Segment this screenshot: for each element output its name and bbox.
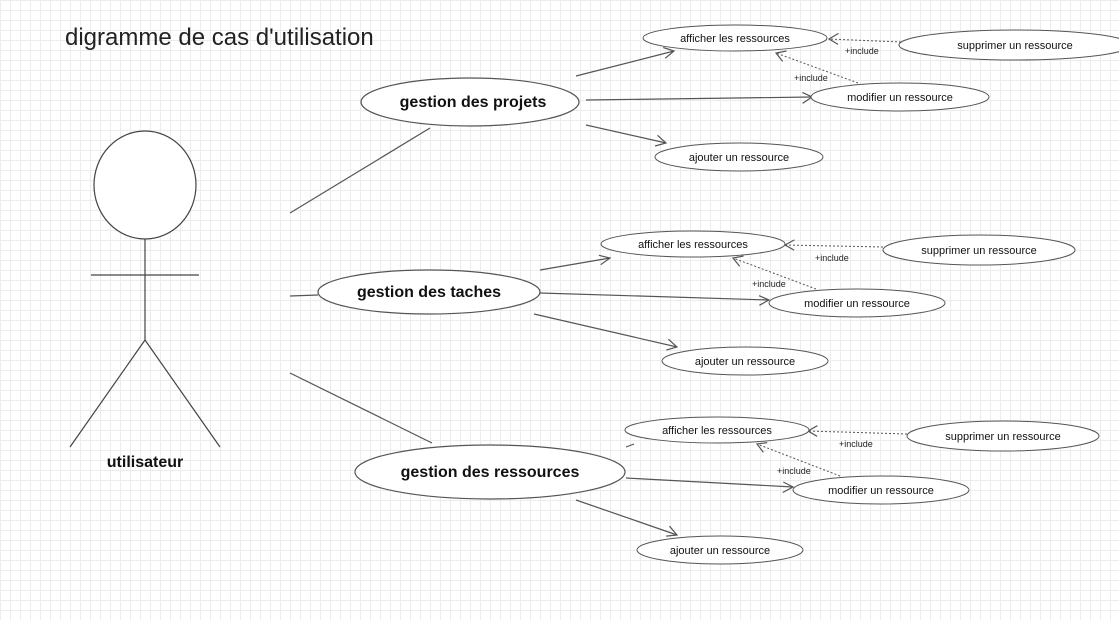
include-line bbox=[828, 38, 902, 43]
usecase-label: ajouter un ressource bbox=[695, 356, 795, 368]
usecase-label: modifier un ressource bbox=[828, 485, 934, 497]
usecase-ellipse bbox=[810, 82, 990, 112]
group-gestion-taches: +include +include gestion des taches aff… bbox=[317, 230, 1076, 376]
usecase-ellipse bbox=[636, 535, 804, 565]
include-label: +include bbox=[839, 439, 873, 449]
actor-figure[interactable] bbox=[69, 130, 221, 448]
usecase-label: gestion des taches bbox=[357, 284, 501, 301]
arrow-head bbox=[666, 525, 679, 537]
arrow-line bbox=[585, 96, 813, 101]
arrow-line bbox=[575, 50, 675, 77]
include-line bbox=[775, 52, 859, 84]
include-line bbox=[784, 244, 884, 248]
usecase-ellipse bbox=[624, 416, 810, 444]
usecase-afficher-ressources[interactable]: afficher les ressources bbox=[600, 230, 786, 258]
group-gestion-ressources: +include +include gestion des ressources… bbox=[354, 416, 1100, 565]
usecase-gestion-ressources[interactable]: gestion des ressources bbox=[354, 444, 626, 500]
arrow-head bbox=[663, 46, 676, 59]
usecase-ellipse bbox=[642, 24, 828, 52]
usecase-ellipse bbox=[317, 269, 541, 315]
include-arrow-head bbox=[774, 50, 787, 62]
usecase-label: supprimer un ressource bbox=[921, 245, 1037, 257]
include-label: +include bbox=[777, 466, 811, 476]
include-label: +include bbox=[794, 73, 828, 83]
include-label: +include bbox=[815, 253, 849, 263]
usecase-ajouter-ressource[interactable]: ajouter un ressource bbox=[661, 346, 829, 376]
usecase-gestion-taches[interactable]: gestion des taches bbox=[317, 269, 541, 315]
usecase-ellipse bbox=[661, 346, 829, 376]
include-label: +include bbox=[752, 279, 786, 289]
usecase-afficher-ressources[interactable]: afficher les ressources bbox=[624, 416, 810, 444]
association-line-ressources bbox=[289, 372, 433, 444]
usecase-label: gestion des projets bbox=[400, 94, 547, 111]
usecase-ellipse bbox=[882, 234, 1076, 266]
arrow-line bbox=[625, 477, 794, 488]
arrow-head bbox=[758, 295, 771, 306]
usecase-label: supprimer un ressource bbox=[945, 431, 1061, 443]
usecase-ellipse bbox=[898, 29, 1119, 61]
include-label: +include bbox=[845, 46, 879, 56]
usecase-label: supprimer un ressource bbox=[957, 40, 1073, 52]
usecase-ellipse bbox=[354, 444, 626, 500]
usecase-label: modifier un ressource bbox=[847, 92, 953, 104]
usecase-modifier-ressource[interactable]: modifier un ressource bbox=[768, 288, 946, 318]
actor-head bbox=[93, 130, 197, 240]
arrow-line bbox=[575, 499, 678, 536]
usecase-gestion-projets[interactable]: gestion des projets bbox=[360, 77, 580, 127]
arrow-head bbox=[666, 338, 679, 351]
usecase-label: afficher les ressources bbox=[638, 239, 748, 251]
usecase-supprimer-ressource[interactable]: supprimer un ressource bbox=[882, 234, 1076, 266]
usecase-supprimer-ressource[interactable]: supprimer un ressource bbox=[906, 420, 1100, 452]
usecase-modifier-ressource[interactable]: modifier un ressource bbox=[810, 82, 990, 112]
include-arrow-head bbox=[731, 255, 744, 267]
usecase-label: modifier un ressource bbox=[804, 298, 910, 310]
usecase-ajouter-ressource[interactable]: ajouter un ressource bbox=[636, 535, 804, 565]
arrow-line bbox=[539, 292, 770, 301]
usecase-label: gestion des ressources bbox=[401, 464, 580, 481]
arrow-head bbox=[802, 91, 814, 104]
usecase-label: afficher les ressources bbox=[662, 425, 772, 437]
arrow-line bbox=[625, 443, 635, 448]
include-line bbox=[807, 430, 908, 435]
arrow-line bbox=[533, 313, 678, 348]
usecase-ellipse bbox=[906, 420, 1100, 452]
usecase-modifier-ressource[interactable]: modifier un ressource bbox=[792, 475, 970, 505]
association-line-taches bbox=[289, 294, 319, 297]
association-line-projets bbox=[289, 127, 431, 214]
arrow-head bbox=[782, 481, 795, 494]
include-line bbox=[756, 443, 841, 477]
usecase-ellipse bbox=[768, 288, 946, 318]
arrow-head bbox=[598, 254, 612, 266]
actor-right-leg bbox=[144, 339, 221, 448]
arrow-line bbox=[539, 257, 611, 271]
actor-label: utilisateur bbox=[107, 454, 183, 471]
usecase-label: afficher les ressources bbox=[680, 33, 790, 45]
usecase-label: ajouter un ressource bbox=[670, 545, 770, 557]
usecase-ellipse bbox=[654, 142, 824, 172]
usecase-ellipse bbox=[792, 475, 970, 505]
actor-left-leg bbox=[69, 339, 146, 448]
include-arrow-head bbox=[755, 442, 768, 453]
usecase-ellipse bbox=[600, 230, 786, 258]
include-arrow-head bbox=[827, 32, 839, 45]
usecase-supprimer-ressource[interactable]: supprimer un ressource bbox=[898, 29, 1119, 61]
include-line bbox=[732, 257, 817, 290]
group-gestion-projets: +include +include gestion des projets af… bbox=[360, 24, 1119, 172]
arrow-head bbox=[654, 134, 668, 147]
usecase-label: ajouter un ressource bbox=[689, 152, 789, 164]
diagram-title: digramme de cas d'utilisation bbox=[65, 24, 374, 51]
usecase-ellipse bbox=[360, 77, 580, 127]
usecase-afficher-ressources[interactable]: afficher les ressources bbox=[642, 24, 828, 52]
arrow-line bbox=[585, 124, 667, 144]
usecase-ajouter-ressource[interactable]: ajouter un ressource bbox=[654, 142, 824, 172]
